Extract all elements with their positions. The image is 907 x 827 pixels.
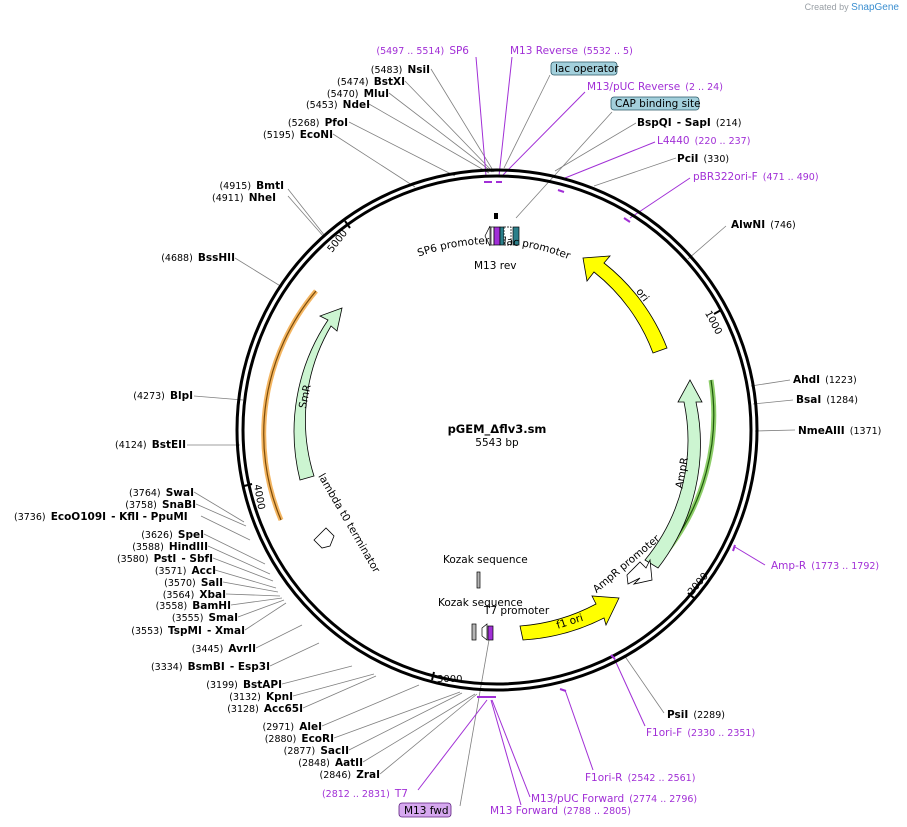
site-label-psti: (3580) PstI - SbfI xyxy=(117,547,213,566)
kozak-label-1: Kozak sequence xyxy=(443,554,528,566)
lac-promoter-label: lac promoter xyxy=(503,235,572,262)
lac-operator-box xyxy=(550,61,618,76)
site-label-alei: (2971) AleI xyxy=(263,715,322,734)
primer-label-amp-r: Amp-R (1773 .. 1792) xyxy=(771,554,879,573)
site-label-acci: (3571) AccI xyxy=(155,559,216,578)
lambda-t0-feature xyxy=(313,527,335,549)
site-label-bmti: (4915) BmtI xyxy=(219,174,284,193)
primer-label-l4440: L4440 (220 .. 237) xyxy=(657,129,750,148)
site-label-tspmi: (3553) TspMI - XmaI xyxy=(131,619,245,638)
primer-leader-lines xyxy=(417,56,766,806)
ampr-feature xyxy=(644,379,703,569)
site-label-psii: PsiI (2289) xyxy=(667,703,725,722)
site-label-bspqi: BspQI - SapI (214) xyxy=(637,111,741,130)
site-label-sacii: (2877) SacII xyxy=(284,739,349,758)
site-label-aatii: (2848) AatII xyxy=(298,751,363,770)
site-labels-right: BspQI - SapI (214) PciI (330) AlwNI (746… xyxy=(637,111,881,722)
tick-label-4000: 4000 xyxy=(251,484,266,511)
cap-site-label: CAP binding site xyxy=(615,98,701,110)
f1-ori-feature xyxy=(519,595,620,641)
site-label-zrai: (2846) ZraI xyxy=(320,763,380,782)
m13-fwd-label: M13 fwd xyxy=(404,805,449,817)
site-label-bsshii: (4688) BssHII xyxy=(161,246,235,265)
ampr-label: AmpR xyxy=(674,456,691,489)
primer-label-t7: (2812 .. 2831) T7 xyxy=(322,782,408,801)
m13-fwd-box xyxy=(398,802,452,818)
smr-label: SmR xyxy=(297,383,314,409)
site-label-spei: (3626) SpeI xyxy=(141,523,204,542)
site-label-bamhi: (3558) BamHI xyxy=(156,594,231,613)
m13-rev-label: M13 rev xyxy=(474,260,517,272)
site-label-nmeaiii: NmeAIII (1371) xyxy=(798,419,881,438)
lac-operator-label: lac operator xyxy=(555,63,619,75)
site-label-kpni: (3132) KpnI xyxy=(229,685,293,704)
site-label-ecoo109i: (3736) EcoO109I - KflI - PpuMI xyxy=(14,505,188,524)
leader-lines xyxy=(187,68,796,807)
site-label-ndei: (5453) NdeI xyxy=(306,93,370,112)
site-label-mlui: (5470) MluI xyxy=(327,82,389,101)
plasmid-length: 5543 bp xyxy=(475,437,519,449)
site-label-snabi: (3758) SnaBI xyxy=(125,493,196,512)
site-label-avrii: (3445) AvrII xyxy=(192,637,256,656)
site-label-acc65i: (3128) Acc65I xyxy=(227,697,303,716)
t7-region xyxy=(471,571,494,641)
site-label-bsai: BsaI (1284) xyxy=(796,388,858,407)
primer-label-sp6: (5497 .. 5514) SP6 xyxy=(376,39,469,58)
sp6-lac-region xyxy=(484,213,520,247)
smr-highlight-line xyxy=(263,290,317,521)
site-label-alwni: AlwNI (746) xyxy=(731,213,796,232)
site-label-swai: (3764) SwaI xyxy=(129,481,194,500)
site-label-xbai: (3564) XbaI xyxy=(163,583,226,602)
primer-label-m13puc-forward: M13/pUC Forward (2774 .. 2796) xyxy=(531,787,697,806)
kozak-label-2: Kozak sequence xyxy=(438,597,523,609)
t7-promoter-label: T7 promoter xyxy=(483,605,550,617)
tick-marks xyxy=(243,220,722,681)
primer-label-f1ori-r: F1ori-R (2542 .. 2561) xyxy=(585,766,695,785)
sp6-promoter-label: SP6 promoter xyxy=(416,235,490,259)
backbone-inner xyxy=(241,174,753,686)
site-label-pfoi: (5268) PfoI xyxy=(288,111,348,130)
primer-marks xyxy=(477,181,736,698)
site-label-sali: (3570) SalI xyxy=(164,571,223,590)
site-label-nhei: (4911) NheI xyxy=(212,186,276,205)
primer-label-m13-reverse: M13 Reverse (5532 .. 5) xyxy=(510,39,633,58)
primer-labels: (5497 .. 5514) SP6 M13 Reverse (5532 .. … xyxy=(322,39,879,818)
site-label-hindiii: (3588) HindIII xyxy=(132,535,208,554)
primer-label-pbr322ori-f: pBR322ori-F (471 .. 490) xyxy=(693,165,819,184)
cap-site-box xyxy=(610,96,700,111)
snapgene-watermark: Created by SnapGene xyxy=(804,2,899,13)
primer-label-m13-forward: M13 Forward (2788 .. 2805) xyxy=(490,799,631,818)
site-labels-left: (5483) NsiI (5474) BstXI (5470) MluI (54… xyxy=(14,58,430,782)
tick-label-3000: 3000 xyxy=(437,674,462,685)
site-label-smai: (3555) SmaI xyxy=(172,606,238,625)
plasmid-name: pGEM_Δflv3.sm xyxy=(448,422,547,437)
primer-label-f1ori-f: F1ori-F (2330 .. 2351) xyxy=(646,721,755,740)
smr-feature xyxy=(293,307,343,481)
site-label-blpi: (4273) BlpI xyxy=(133,384,193,403)
tick-label-1000: 1000 xyxy=(702,309,724,337)
site-label-bsteii: (4124) BstEII xyxy=(115,433,186,452)
site-label-ecori: (2880) EcoRI xyxy=(265,727,334,746)
backbone-outer xyxy=(235,168,759,692)
site-label-bstxi: (5474) BstXI xyxy=(337,70,405,89)
site-label-nsii: (5483) NsiI xyxy=(371,58,430,77)
ampr-promoter-feature xyxy=(626,558,653,585)
site-label-econi: (5195) EcoNI xyxy=(263,123,333,142)
site-label-pcii: PciI (330) xyxy=(677,147,729,166)
site-label-bstapi: (3199) BstAPI xyxy=(206,673,282,692)
site-label-bsmbi: (3334) BsmBI - Esp3I xyxy=(151,655,270,674)
ori-feature xyxy=(582,255,668,354)
lambda-t0-label: lambda t0 terminator xyxy=(315,472,382,576)
site-label-ahdi: AhdI (1223) xyxy=(793,368,857,387)
primer-label-m13puc-reverse: M13/pUC Reverse (2 .. 24) xyxy=(587,75,723,94)
